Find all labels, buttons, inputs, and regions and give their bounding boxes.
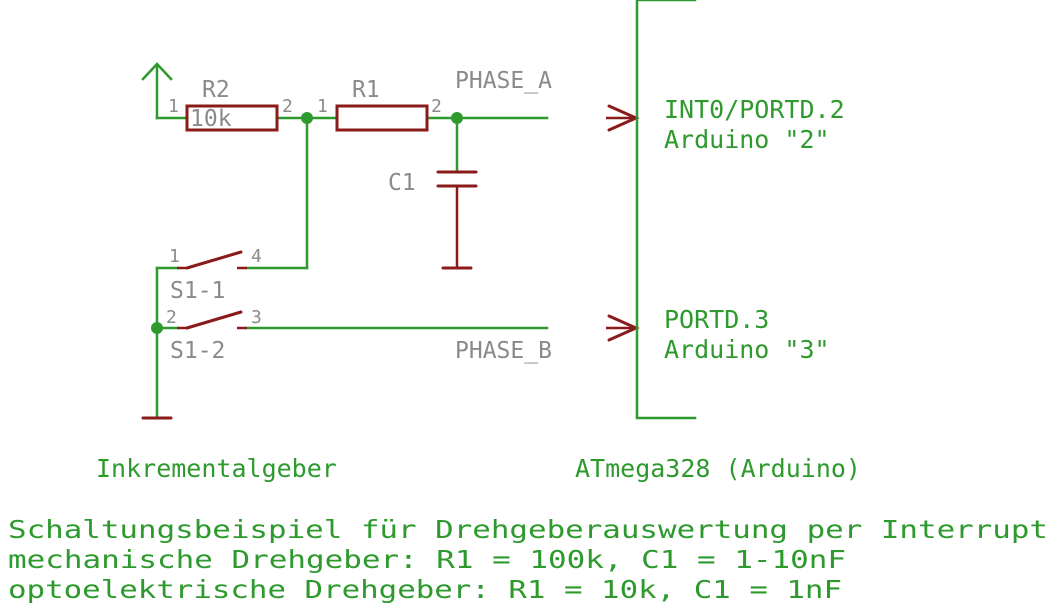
note-line-3: optoelektrische Drehgeber: R1 = 10k, C1 … xyxy=(8,575,842,604)
s1-1-name: S1-1 xyxy=(170,278,225,304)
atmega-block-outline xyxy=(635,0,697,420)
s1-2-pin2: 2 xyxy=(166,307,177,328)
block-label-atmega: ATmega328 (Arduino) xyxy=(575,454,861,483)
wires xyxy=(155,116,549,420)
s1-2-pin3: 3 xyxy=(251,307,262,328)
switch-s1-1 xyxy=(177,250,247,270)
port-a-line2: Arduino "2" xyxy=(664,125,830,154)
r2-value: 10k xyxy=(190,106,232,132)
r1-pin1: 1 xyxy=(317,96,328,117)
r1-pin2: 2 xyxy=(431,96,442,117)
block-label-encoder: Inkrementalgeber xyxy=(96,454,337,483)
supply-arrow-icon xyxy=(141,62,173,120)
port-b-line2: Arduino "3" xyxy=(664,335,830,364)
c1-name: C1 xyxy=(388,170,416,196)
junction-dot xyxy=(151,322,163,334)
capacitor-c1 xyxy=(436,170,478,270)
junction-dot xyxy=(451,112,463,124)
net-label-phase-b: PHASE_B xyxy=(455,338,552,364)
r1-name: R1 xyxy=(352,77,380,103)
net-label-phase-a: PHASE_A xyxy=(455,68,552,94)
resistor-r2 xyxy=(185,104,279,132)
resistor-r1 xyxy=(335,104,429,132)
port-b-line1: PORTD.3 xyxy=(664,305,769,334)
s1-2-name: S1-2 xyxy=(170,338,225,364)
s1-1-pin4: 4 xyxy=(251,246,262,267)
junction-dot xyxy=(301,112,313,124)
switch-s1-2 xyxy=(177,310,247,330)
note-line-2: mechanische Drehgeber: R1 = 100k, C1 = 1… xyxy=(8,545,846,574)
port-a-line1: INT0/PORTD.2 xyxy=(664,95,845,124)
r2-pin1: 1 xyxy=(168,96,179,117)
r2-pin2: 2 xyxy=(282,96,293,117)
s1-1-pin1: 1 xyxy=(169,246,180,267)
r2-name: R2 xyxy=(202,77,230,103)
note-line-1: Schaltungsbeispiel für Drehgeberauswertu… xyxy=(8,515,1048,544)
